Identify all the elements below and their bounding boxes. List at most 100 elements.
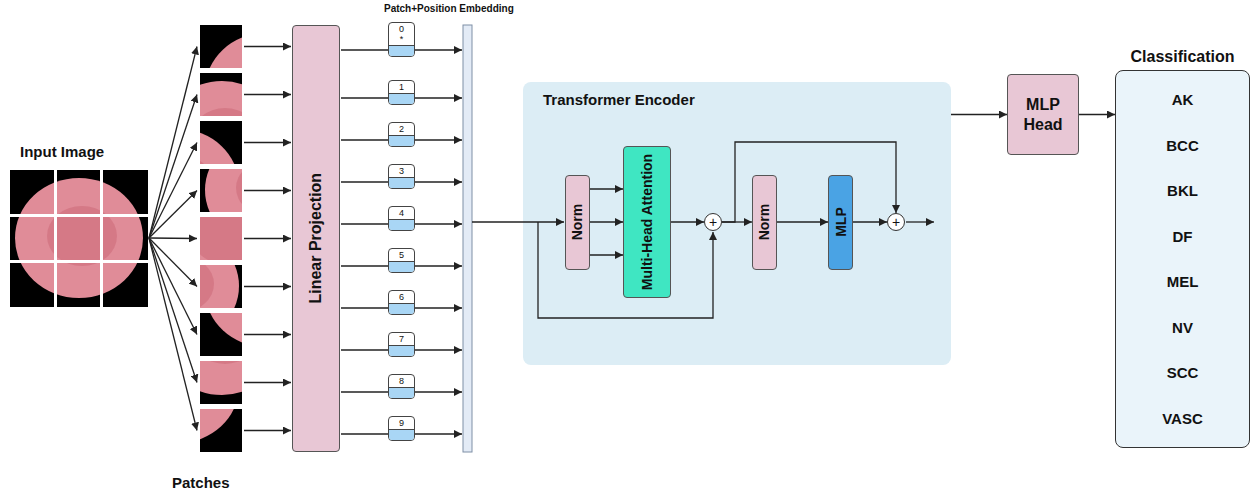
embedding-arrow	[341, 223, 462, 224]
lesion-core	[192, 308, 258, 364]
class-box: AKBCCBKLDFMELNVSCCVASC	[1115, 70, 1250, 448]
token-embedding	[389, 219, 414, 230]
embedding-token: 4	[388, 206, 415, 231]
token-embedding	[389, 93, 414, 104]
connector-arrow	[671, 221, 704, 222]
embedding-arrow	[341, 139, 462, 140]
norm-box: Norm	[752, 175, 777, 270]
lesion-core	[236, 160, 302, 216]
projection-box: Linear Projection	[292, 25, 340, 452]
patch-arrow	[244, 190, 291, 191]
patch-arrow	[244, 430, 291, 431]
embedding-arrow	[341, 391, 462, 392]
class-list: ClassificationAKBCCBKLDFMELNVSCCVASC	[1115, 48, 1250, 448]
grid-line	[54, 170, 57, 307]
embedding-token: 0*	[388, 22, 415, 57]
token-number: 3	[399, 166, 404, 176]
token-index-area: 8	[389, 375, 414, 387]
class-name: VASC	[1162, 410, 1203, 427]
box-label: Norm	[569, 204, 585, 241]
attention-box: Multi-Head Attention	[623, 146, 671, 298]
class-name: MEL	[1167, 273, 1199, 290]
token-embedding	[389, 45, 414, 56]
connector-arrow	[853, 221, 887, 222]
input-image	[10, 170, 148, 307]
patch-arrow	[244, 334, 291, 335]
patches	[117, 25, 327, 452]
token-index-area: 2	[389, 123, 414, 135]
token-index-area: 9	[389, 417, 414, 429]
grid-line	[10, 260, 148, 263]
split-arrow	[149, 47, 197, 239]
box-label: Linear Projection	[307, 173, 325, 304]
embedding-token: 9	[388, 416, 415, 441]
list-heading-row: Classification	[1115, 48, 1250, 70]
lesion-core	[236, 60, 302, 116]
lesion	[205, 233, 327, 347]
embedding-arrow	[341, 433, 462, 434]
embedding-token: 3	[388, 164, 415, 189]
class-name: BCC	[1166, 137, 1199, 154]
class-name: DF	[1173, 228, 1193, 245]
lesion	[15, 178, 143, 298]
mlp-box: MLP	[828, 175, 853, 270]
token-number: 7	[399, 334, 404, 344]
embedding-token: 1	[388, 80, 415, 105]
connector-arrow	[590, 254, 623, 255]
embedding-token: 5	[388, 248, 415, 273]
token-index-area: 3	[389, 165, 414, 177]
encoder-panel: Transformer EncoderNorm Multi-Head Attent…	[523, 82, 951, 365]
patch-arrow	[244, 382, 291, 383]
token-number: 6	[399, 292, 404, 302]
patch-arrows	[244, 47, 291, 431]
patch-arrow	[244, 46, 291, 47]
token-number: 5	[399, 250, 404, 260]
grid-line	[100, 170, 103, 307]
box-label: Norm	[756, 204, 772, 241]
token-embedding	[389, 387, 414, 398]
image-patch	[200, 233, 327, 356]
mlp-head-box: MLP Head	[1007, 74, 1079, 155]
class-name: SCC	[1167, 364, 1199, 381]
patch-arrow	[244, 238, 291, 239]
label-anchor: Patches	[172, 474, 230, 491]
split-arrow	[149, 238, 197, 287]
label-anchor: Patch+Position Embedding	[384, 3, 514, 14]
embedding-caption: Patch+Position Embedding	[384, 3, 514, 14]
label-anchor: Input Image	[20, 143, 104, 160]
panel-title: Transformer Encoder	[543, 91, 951, 108]
token-index-area: 0*	[389, 23, 414, 45]
add-circle: +	[704, 213, 722, 231]
embedding-arrow	[341, 97, 462, 98]
residual-arrow	[538, 222, 713, 318]
output-arrow	[906, 221, 934, 222]
split-arrow	[149, 238, 197, 383]
add-sign: +	[892, 215, 900, 229]
class-name: AK	[1172, 91, 1194, 108]
patch-arrow	[244, 286, 291, 287]
sequence-bar	[463, 25, 472, 452]
embedding-token: 6	[388, 290, 415, 315]
patch-arrow	[244, 142, 291, 143]
add-circle: +	[887, 213, 905, 231]
token-number: 9	[399, 418, 404, 428]
token-index-area: 4	[389, 207, 414, 219]
connector-arrow	[777, 221, 828, 222]
norm-box: Norm	[565, 175, 590, 270]
embedding-arrow	[341, 349, 462, 350]
class-name: BKL	[1167, 182, 1198, 199]
lesion-core	[236, 260, 302, 316]
embedding-arrows	[341, 50, 462, 434]
token-number: 4	[399, 208, 404, 218]
token-index-area: 7	[389, 333, 414, 345]
token-number: 0	[399, 24, 404, 34]
token-index-area: 6	[389, 291, 414, 303]
image-caption: Input Image	[20, 143, 104, 160]
embedding-arrow	[341, 181, 462, 182]
lesion-core	[192, 208, 258, 264]
box-label: MLP Head	[1014, 95, 1072, 133]
image-patch	[117, 329, 242, 452]
token-index-area: 1	[389, 81, 414, 93]
add-sign: +	[709, 215, 717, 229]
token-embedding	[389, 177, 414, 188]
